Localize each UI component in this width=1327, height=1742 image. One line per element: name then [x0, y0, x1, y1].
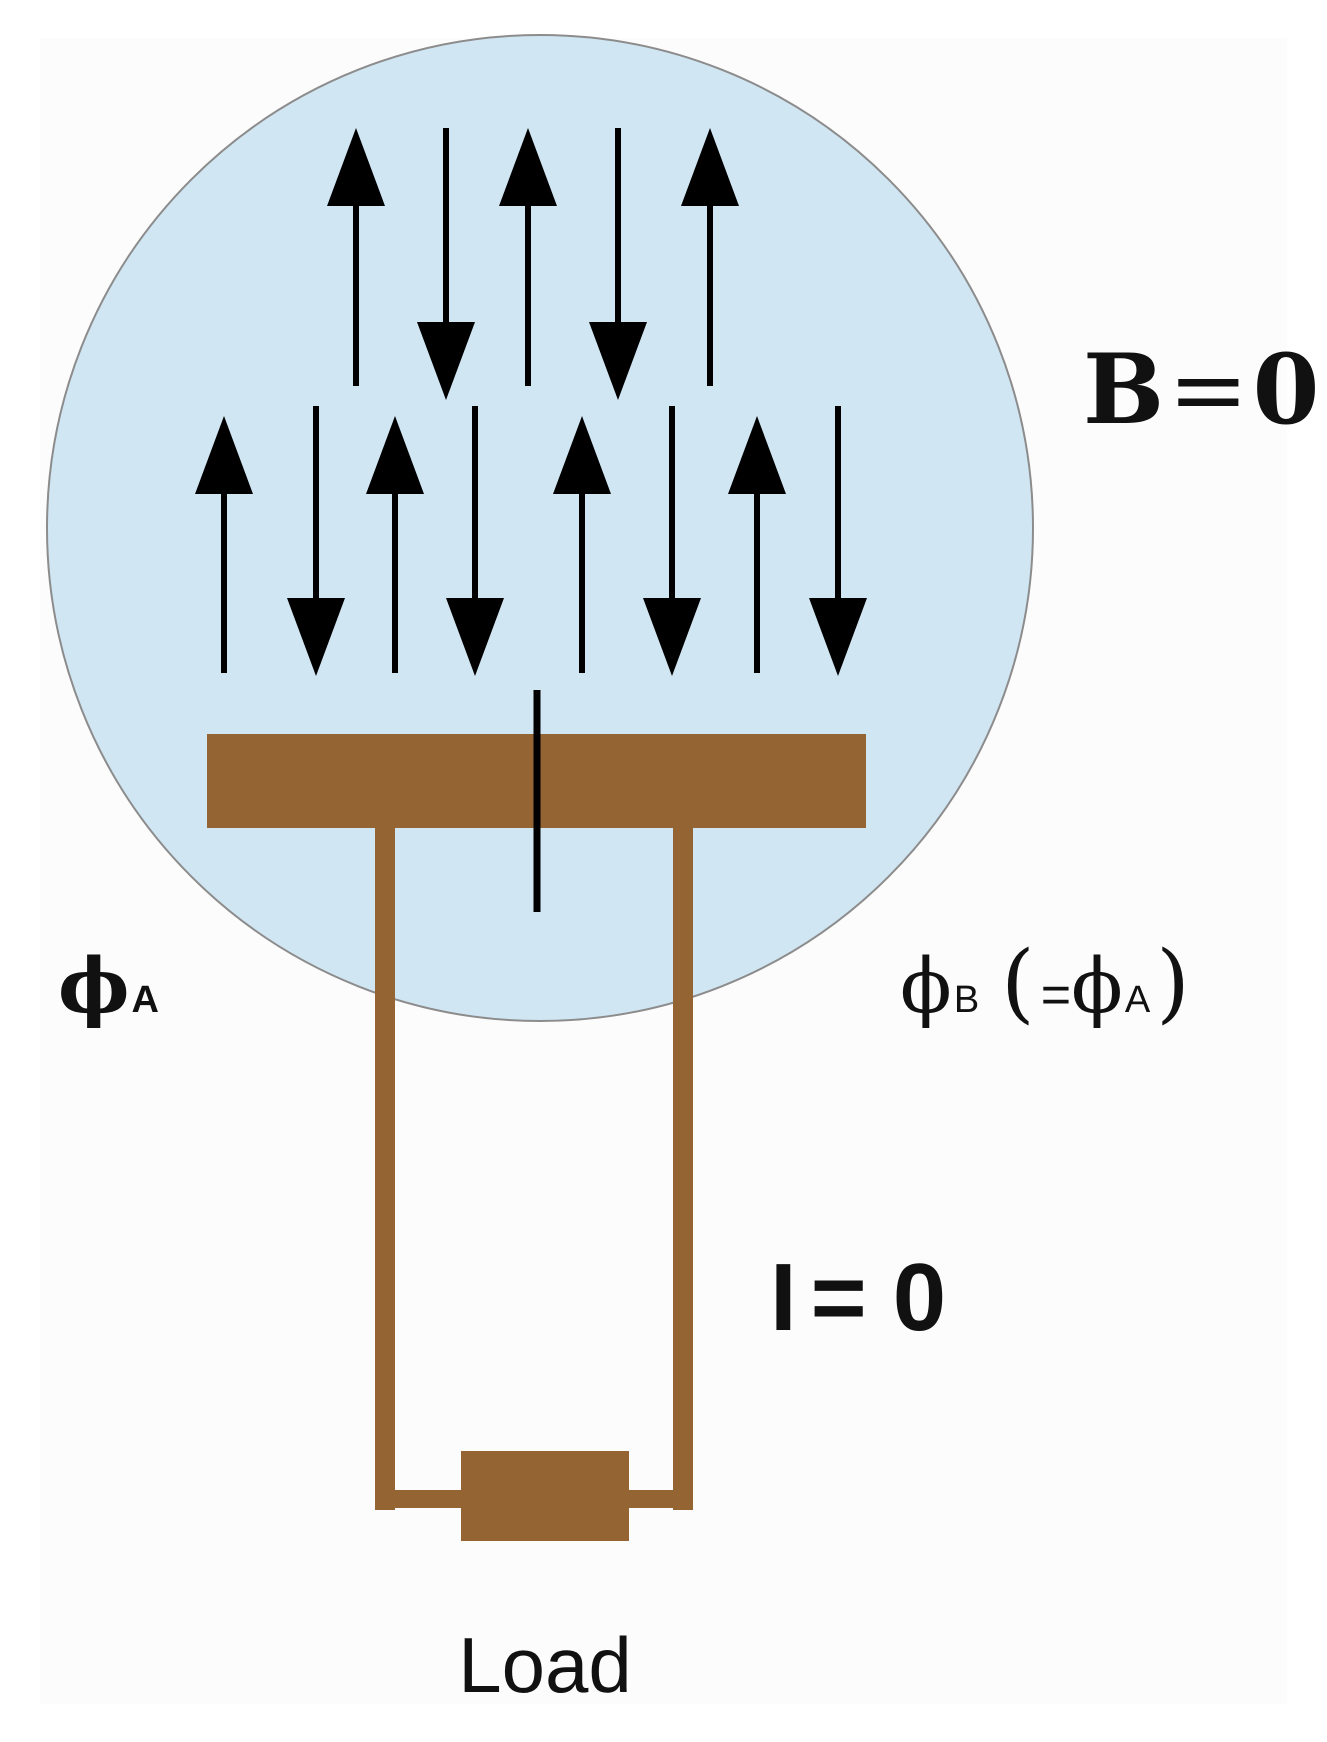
arrow-up-icon: [681, 128, 739, 386]
arrow-head: [195, 416, 253, 494]
potential-b-subscript: B: [954, 979, 979, 1021]
current-value: 0: [893, 1244, 946, 1351]
arrow-down-icon: [417, 128, 475, 400]
load-label: Load: [458, 1621, 632, 1709]
potential-b-inner-subscript: A: [1125, 979, 1151, 1021]
arrow-head: [499, 128, 557, 206]
field-symbol: B: [1083, 333, 1164, 446]
potential-b-inner-symbol: ϕ: [1071, 941, 1123, 1030]
potential-b-equals: =: [1041, 966, 1071, 1024]
arrow-head: [553, 416, 611, 494]
load-resistor: [461, 1451, 629, 1541]
potential-b-open-paren: (: [1001, 933, 1035, 1033]
potential-a-subscript: A: [132, 979, 159, 1021]
arrow-head: [643, 598, 701, 676]
arrow-head: [327, 128, 385, 206]
left-wire: [375, 826, 395, 1510]
bottom-wire-left: [375, 1490, 465, 1508]
current-equals: =: [811, 1244, 867, 1351]
potential-a-symbol: ϕ: [58, 941, 130, 1030]
field-arrows: [195, 128, 867, 676]
arrow-head: [446, 598, 504, 676]
potential-b-label: ϕB(=ϕA): [900, 933, 1190, 1033]
arrow-up-icon: [499, 128, 557, 386]
arrow-up-icon: [728, 416, 786, 673]
arrow-down-icon: [589, 128, 647, 400]
potential-a-label: ϕA: [58, 941, 159, 1030]
arrow-down-icon: [809, 406, 867, 676]
arrow-up-icon: [195, 416, 253, 673]
arrow-head: [728, 416, 786, 494]
arrow-head: [681, 128, 739, 206]
arrow-head: [366, 416, 424, 494]
bottom-wire-right: [622, 1490, 693, 1508]
field-label: B=0: [1083, 333, 1319, 446]
arrow-down-icon: [287, 406, 345, 676]
arrow-down-icon: [446, 406, 504, 676]
arrow-head: [809, 598, 867, 676]
field-equals: =: [1168, 334, 1248, 446]
current-label: I=0: [770, 1244, 946, 1351]
arrow-head: [589, 322, 647, 400]
potential-b-close-paren: ): [1156, 933, 1190, 1033]
arrow-head: [417, 322, 475, 400]
arrow-up-icon: [553, 416, 611, 673]
field-value: 0: [1253, 333, 1320, 446]
current-symbol: I: [770, 1244, 797, 1351]
arrow-up-icon: [327, 128, 385, 386]
right-wire: [673, 826, 693, 1510]
potential-b-symbol: ϕ: [900, 941, 952, 1030]
arrow-up-icon: [366, 416, 424, 673]
arrow-down-icon: [643, 406, 701, 676]
arrow-head: [287, 598, 345, 676]
